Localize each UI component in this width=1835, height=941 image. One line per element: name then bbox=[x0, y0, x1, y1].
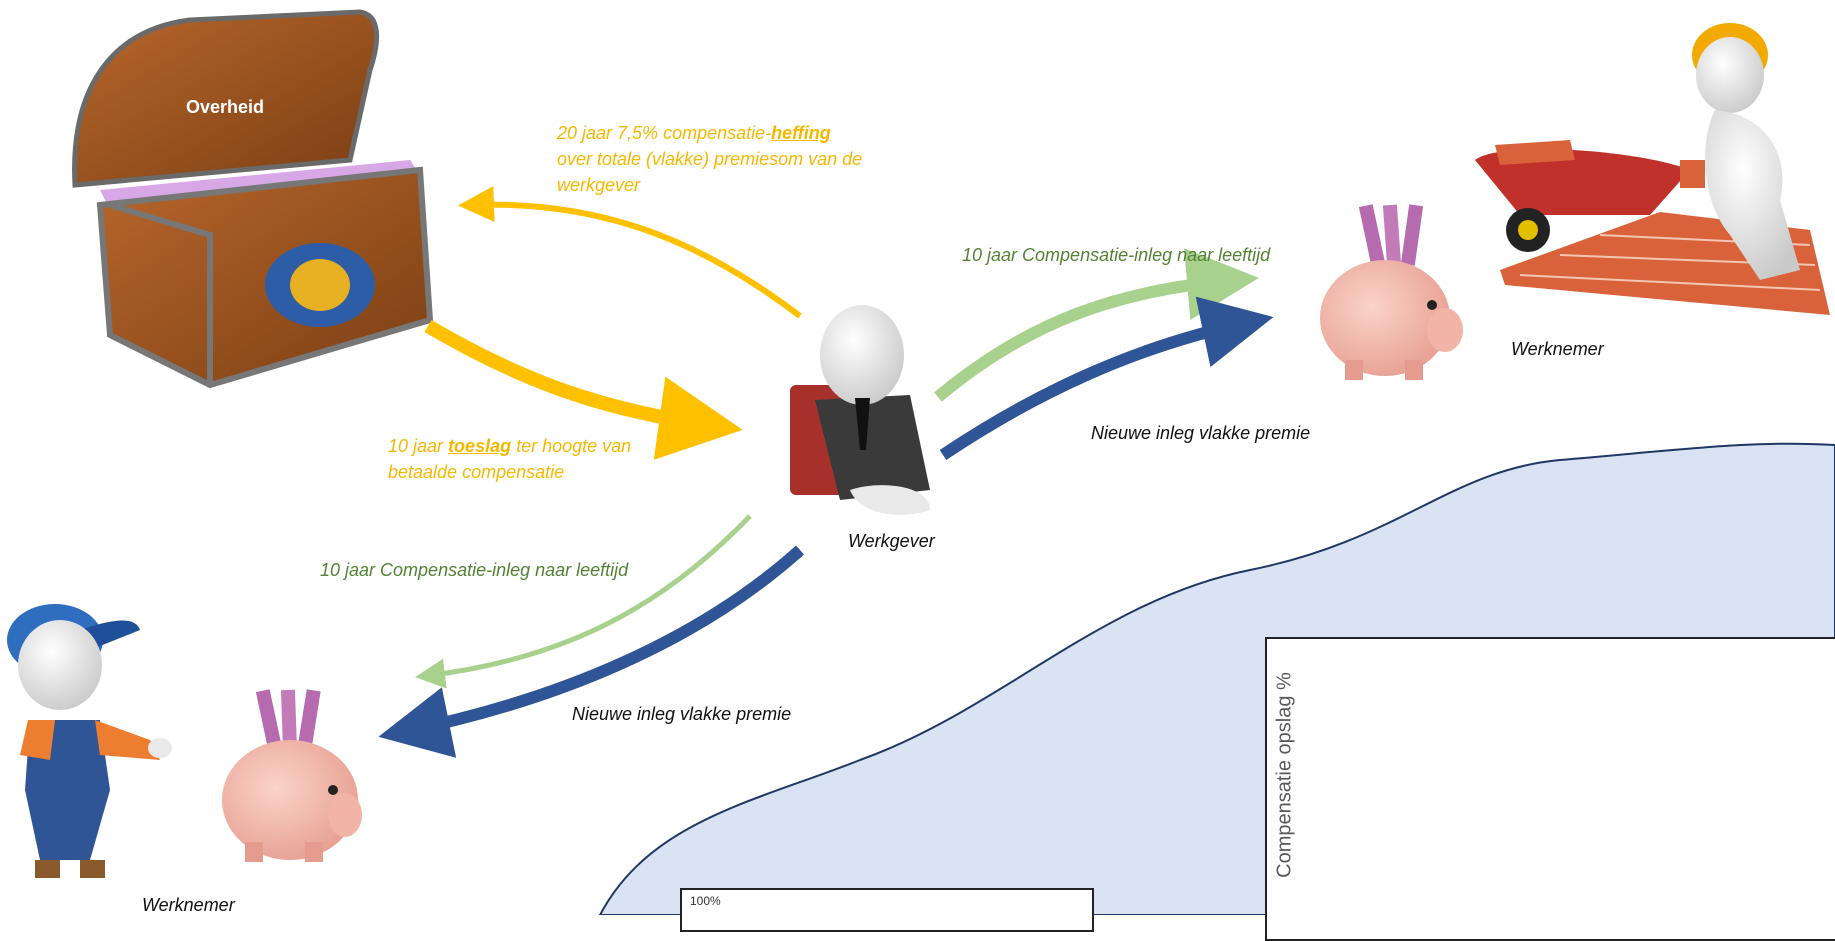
ylabel-text: Compensatie opslag % bbox=[1273, 672, 1296, 878]
werknemer-right-label: Werknemer bbox=[1511, 339, 1604, 359]
mini-chart-frame bbox=[680, 888, 1094, 932]
flat-left-label: Nieuwe inleg vlakke premie bbox=[572, 704, 792, 724]
toeslag-pre: 10 jaar bbox=[388, 436, 444, 456]
heffing-label: 20 jaar 7,5% compensatie-heffing over to… bbox=[557, 120, 897, 198]
heffing-pre: 20 jaar 7,5% compensatie- bbox=[557, 123, 772, 143]
businessman-icon bbox=[790, 305, 930, 515]
toeslag-label: 10 jaar toeslag ter hoogte van betaalde … bbox=[388, 433, 688, 485]
comp-left-label: 10 jaar Compensatie-inleg naar leeftijd bbox=[320, 560, 629, 580]
piggy-bank-icon bbox=[222, 689, 362, 862]
chest-label: Overheid bbox=[185, 97, 265, 117]
treasure-chest-icon bbox=[72, 9, 434, 389]
toeslag-post: ter hoogte van betaalde compensatie bbox=[388, 436, 632, 482]
arrow-flat-left bbox=[378, 545, 805, 758]
comp-right-label: 10 jaar Compensatie-inleg naar leeftijd bbox=[962, 245, 1271, 265]
flat-right-label: Nieuwe inleg vlakke premie bbox=[1091, 423, 1311, 443]
heffing-word: heffing bbox=[771, 123, 831, 143]
worker-icon bbox=[7, 604, 172, 878]
toeslag-word: toeslag bbox=[448, 436, 512, 456]
arrow-flat-right bbox=[939, 296, 1274, 460]
werkgever-label: Werkgever bbox=[848, 531, 935, 551]
heffing-post: over totale (vlakke) premiesom van de we… bbox=[557, 149, 863, 195]
arrow-comp-left bbox=[415, 514, 752, 689]
bricklayer-icon bbox=[1475, 23, 1830, 315]
werknemer-left-label: Werknemer bbox=[142, 895, 235, 915]
piggy-bank-icon bbox=[1320, 204, 1463, 380]
arrow-toeslag bbox=[424, 319, 743, 460]
arrow-heffing bbox=[458, 186, 802, 319]
arrow-comp-right bbox=[934, 248, 1259, 402]
chart-frame bbox=[1265, 637, 1835, 941]
mini-chart-ytick: 100% bbox=[690, 894, 721, 908]
chart-y-axis-label: Compensatie opslag % bbox=[1270, 665, 1300, 885]
